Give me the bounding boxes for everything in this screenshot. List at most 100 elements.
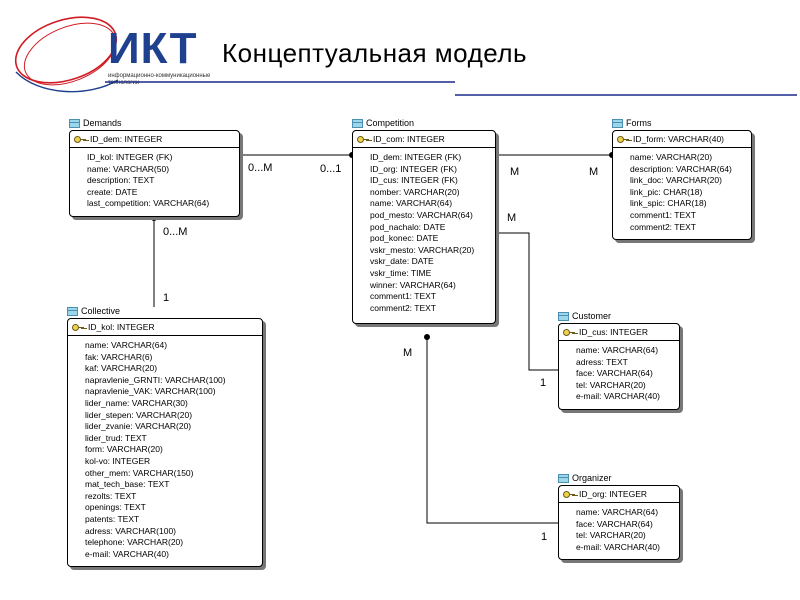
card-customer-one: 1 <box>540 377 547 389</box>
attribute-row[interactable]: adress: VARCHAR(100) <box>85 525 177 536</box>
primary-key-label: ID_form: VARCHAR(40) <box>633 134 724 144</box>
primary-key-label: ID_com: INTEGER <box>373 134 445 144</box>
table-icon <box>612 118 623 128</box>
attribute-row[interactable]: pod_mesto: VARCHAR(64) <box>370 209 473 220</box>
attribute-row[interactable]: tel: VARCHAR(20) <box>576 530 646 541</box>
attribute-row[interactable]: nomber: VARCHAR(20) <box>370 186 460 197</box>
attribute-row[interactable]: ID_cus: INTEGER (FK) <box>370 175 458 186</box>
attribute-row[interactable]: form: VARCHAR(20) <box>85 444 163 455</box>
attribute-row[interactable]: link_pic: CHAR(18) <box>630 186 703 197</box>
primary-key-row[interactable]: ID_dem: INTEGER <box>70 131 239 148</box>
attribute-row[interactable]: create: DATE <box>87 186 138 197</box>
table-icon <box>69 118 80 128</box>
attribute-row[interactable]: kol-vo: INTEGER <box>85 455 151 466</box>
attribute-list: name: VARCHAR(20)description: VARCHAR(64… <box>613 148 751 239</box>
key-icon <box>617 135 629 143</box>
attribute-row[interactable]: comment2: TEXT <box>370 302 436 313</box>
entity-box: ID_org: INTEGER name: VARCHAR(64)face: VA… <box>558 485 680 561</box>
primary-key-row[interactable]: ID_form: VARCHAR(40) <box>613 131 751 148</box>
attribute-row[interactable]: ID_kol: INTEGER (FK) <box>87 152 173 162</box>
primary-key-row[interactable]: ID_cus: INTEGER <box>559 324 679 341</box>
attribute-row[interactable]: lider_zvanie: VARCHAR(20) <box>85 421 192 432</box>
card-comp-forms-right: M <box>589 166 599 178</box>
logo-text: ИКТ <box>108 24 198 73</box>
primary-key-row[interactable]: ID_org: INTEGER <box>559 486 679 503</box>
attribute-row[interactable]: name: VARCHAR(64) <box>576 507 659 517</box>
attribute-row[interactable]: vskr_mesto: VARCHAR(20) <box>370 244 475 255</box>
primary-key-label: ID_dem: INTEGER <box>90 134 163 144</box>
attribute-row[interactable]: link_spic: CHAR(18) <box>630 198 707 209</box>
attribute-list: name: VARCHAR(64)fak: VARCHAR(6)kaf: VAR… <box>68 336 262 566</box>
entity-box: ID_form: VARCHAR(40) name: VARCHAR(20)des… <box>612 130 752 241</box>
attribute-row[interactable]: lider_name: VARCHAR(30) <box>85 397 188 408</box>
ikt-logo: ИКТ информационно-коммуникационные техно… <box>8 10 218 105</box>
entity-title-label: Competition <box>366 118 415 128</box>
attribute-row[interactable]: other_mem: VARCHAR(150) <box>85 467 194 478</box>
attribute-row[interactable]: name: VARCHAR(20) <box>630 152 713 162</box>
key-icon <box>563 490 575 498</box>
attribute-row[interactable]: name: VARCHAR(50) <box>87 163 170 174</box>
rel-competition-organizer <box>426 337 558 524</box>
attribute-row[interactable]: telephone: VARCHAR(20) <box>85 537 184 548</box>
attribute-row[interactable]: adress: TEXT <box>576 356 628 367</box>
primary-key-row[interactable]: ID_kol: INTEGER <box>68 319 262 336</box>
attribute-row[interactable]: lider_trud: TEXT <box>85 432 147 443</box>
key-icon <box>72 323 84 331</box>
key-icon <box>357 135 369 143</box>
attribute-list: ID_kol: INTEGER (FK)name: VARCHAR(50)des… <box>70 148 239 216</box>
card-comp-customer-m: M <box>507 212 517 224</box>
card-demands-comp-left: 0...M <box>248 162 273 174</box>
attribute-row[interactable]: e-mail: VARCHAR(40) <box>576 541 660 552</box>
attribute-row[interactable]: rezolts: TEXT <box>85 490 137 501</box>
card-organizer-one: 1 <box>541 531 548 543</box>
primary-key-label: ID_kol: INTEGER <box>88 322 155 332</box>
attribute-row[interactable]: comment1: TEXT <box>370 291 436 302</box>
attribute-row[interactable]: e-mail: VARCHAR(40) <box>85 548 169 559</box>
attribute-row[interactable]: lider_stepen: VARCHAR(20) <box>85 409 193 420</box>
attribute-row[interactable]: openings: TEXT <box>85 502 146 513</box>
attribute-row[interactable]: face: VARCHAR(64) <box>576 518 653 529</box>
attribute-row[interactable]: name: VARCHAR(64) <box>370 198 453 209</box>
attribute-row[interactable]: patents: TEXT <box>85 513 140 524</box>
attribute-row[interactable]: comment2: TEXT <box>630 221 696 232</box>
attribute-row[interactable]: comment1: TEXT <box>630 209 696 220</box>
attribute-row[interactable]: vskr_time: TIME <box>370 267 432 278</box>
attribute-row[interactable]: napravlenie_VAK: VARCHAR(100) <box>85 386 216 397</box>
attribute-row[interactable]: tel: VARCHAR(20) <box>576 379 646 390</box>
attribute-row[interactable]: e-mail: VARCHAR(40) <box>576 391 660 402</box>
primary-key-row[interactable]: ID_com: INTEGER <box>353 131 495 148</box>
attribute-row[interactable]: link_doc: VARCHAR(20) <box>630 175 722 186</box>
attribute-row[interactable]: face: VARCHAR(64) <box>576 368 653 379</box>
attribute-row[interactable]: pod_konec: DATE <box>370 233 439 244</box>
attribute-row[interactable]: kaf: VARCHAR(20) <box>85 363 158 374</box>
primary-key-label: ID_cus: INTEGER <box>579 327 648 337</box>
card-demands-collective-one: 1 <box>163 292 170 304</box>
entity-title-label: Collective <box>81 306 121 316</box>
attribute-row[interactable]: ID_org: INTEGER (FK) <box>370 163 457 174</box>
attribute-row[interactable]: description: VARCHAR(64) <box>630 163 732 174</box>
table-icon <box>558 473 569 483</box>
entity-title-label: Forms <box>626 118 652 128</box>
entity-box: ID_dem: INTEGER ID_kol: INTEGER (FK)name:… <box>69 130 240 217</box>
attribute-row[interactable]: last_competition: VARCHAR(64) <box>87 198 210 209</box>
attribute-row[interactable]: name: VARCHAR(64) <box>576 345 659 355</box>
primary-key-label: ID_org: INTEGER <box>579 489 648 499</box>
attribute-row[interactable]: mat_tech_base: TEXT <box>85 479 170 490</box>
attribute-row[interactable]: ID_dem: INTEGER (FK) <box>370 152 462 162</box>
attribute-row[interactable]: napravlenie_GRNTI: VARCHAR(100) <box>85 374 226 385</box>
attribute-row[interactable]: name: VARCHAR(64) <box>85 340 168 350</box>
attribute-row[interactable]: description: TEXT <box>87 175 155 186</box>
attribute-row[interactable]: winner: VARCHAR(64) <box>370 279 456 290</box>
attribute-row[interactable]: fak: VARCHAR(6) <box>85 351 153 362</box>
attribute-row[interactable]: pod_nachalo: DATE <box>370 221 446 232</box>
attribute-row[interactable]: vskr_date: DATE <box>370 256 434 267</box>
entity-title-label: Organizer <box>572 473 612 483</box>
entity-title: Collective <box>67 304 263 318</box>
table-icon <box>558 311 569 321</box>
